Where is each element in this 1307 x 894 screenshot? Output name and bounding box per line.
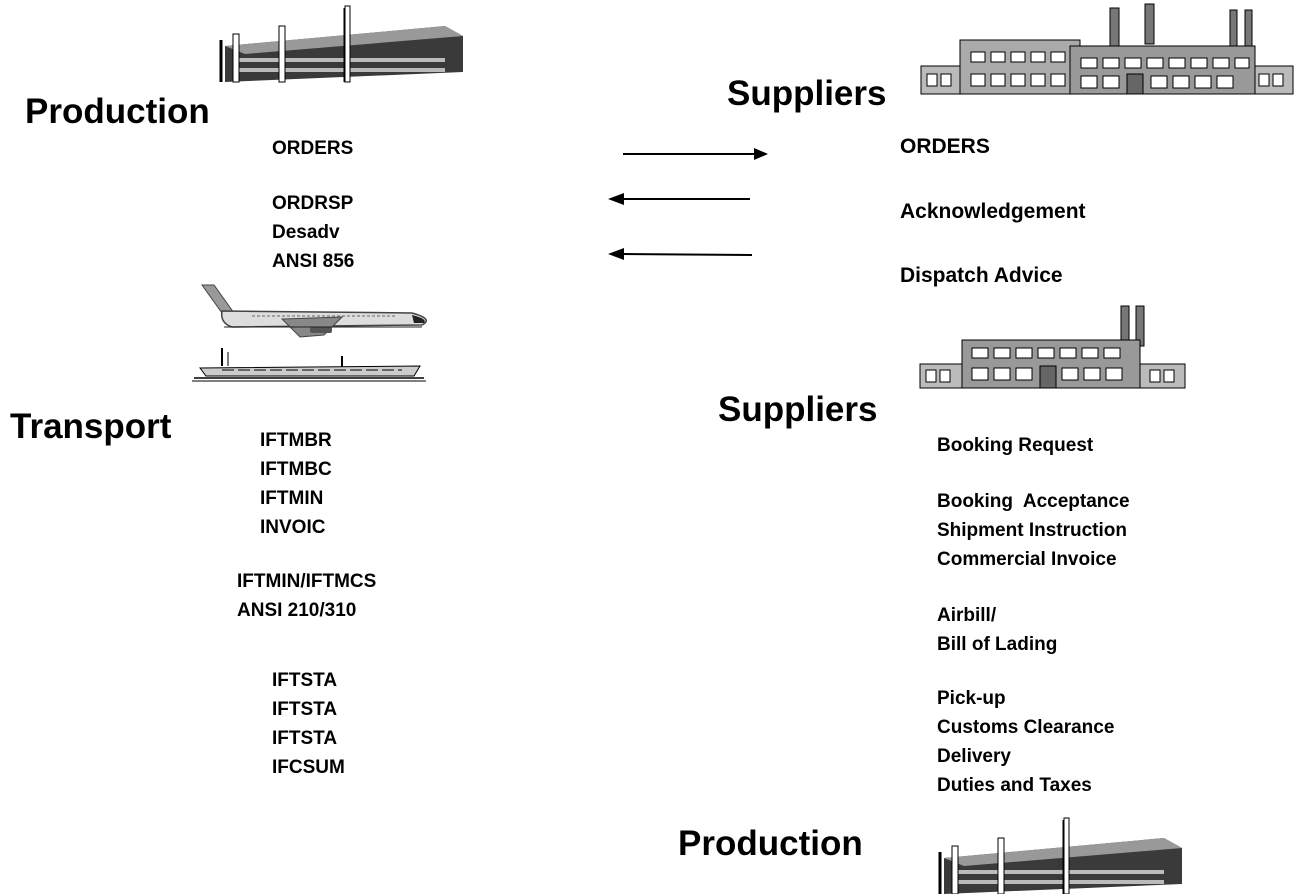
list-item: Bill of Lading (937, 634, 1058, 655)
office-building-icon (938, 817, 1182, 894)
suppliers-item-dispatch: Dispatch Advice (900, 264, 1063, 287)
list-item: Commercial Invoice (937, 549, 1117, 570)
list-item: IFTMIN (260, 488, 324, 509)
list-item: Delivery (937, 746, 1011, 767)
suppliers-item-ack: Acknowledgement (900, 200, 1086, 223)
list-item: Airbill/ (937, 605, 997, 626)
transport-heading: Transport (10, 407, 172, 446)
list-item: IFTSTA (272, 670, 338, 691)
office-building-icon (219, 5, 463, 83)
list-item: IFTMBC (260, 459, 332, 480)
suppliers-group-2: Booking Acceptance Shipment Instruction … (937, 487, 1130, 574)
list-item: Customs Clearance (937, 717, 1115, 738)
transport-group-2: IFTMIN/IFTMCS ANSI 210/310 (237, 567, 376, 625)
suppliers-heading-mid: Suppliers (718, 390, 878, 429)
suppliers-heading-top: Suppliers (727, 74, 887, 113)
transport-group-1: IFTMBR IFTMBC IFTMIN INVOIC (260, 426, 332, 542)
suppliers-group-3: Airbill/ Bill of Lading (937, 601, 1057, 659)
list-item: Booking Acceptance (937, 491, 1130, 512)
list-item: IFTSTA (272, 728, 338, 749)
list-item: INVOIC (260, 517, 326, 538)
list-item: ANSI 210/310 (237, 600, 357, 621)
arrow-left-2 (621, 253, 753, 256)
list-item: Desadv (272, 222, 340, 243)
list-item: ANSI 856 (272, 251, 355, 272)
list-item: Shipment Instruction (937, 520, 1127, 541)
list-item: IFTMIN/IFTMCS (237, 571, 377, 592)
airplane-icon (201, 284, 427, 338)
list-item: Duties and Taxes (937, 775, 1092, 796)
list-item: Booking Request (937, 435, 1094, 456)
list-item: ORDRSP (272, 193, 354, 214)
production-orders-msg: ORDERS (272, 138, 354, 159)
suppliers-group-4: Pick-up Customs Clearance Delivery Dutie… (937, 684, 1114, 800)
production-heading-top: Production (25, 92, 210, 131)
ship-icon (192, 348, 426, 382)
suppliers-group-1: Booking Request (937, 431, 1093, 460)
list-item: IFTMBR (260, 430, 332, 451)
transport-group-3: IFTSTA IFTSTA IFTSTA IFCSUM (272, 666, 345, 782)
suppliers-item-orders: ORDERS (900, 135, 990, 158)
arrows-layer (608, 148, 768, 260)
factory-icon (920, 3, 1294, 95)
list-item: IFCSUM (272, 757, 345, 778)
list-item: IFTSTA (272, 699, 338, 720)
factory-icon (919, 305, 1186, 389)
production-heading-bottom: Production (678, 824, 863, 863)
production-response-msgs: ORDRSP Desadv ANSI 856 (272, 189, 354, 276)
list-item: Pick-up (937, 688, 1006, 709)
